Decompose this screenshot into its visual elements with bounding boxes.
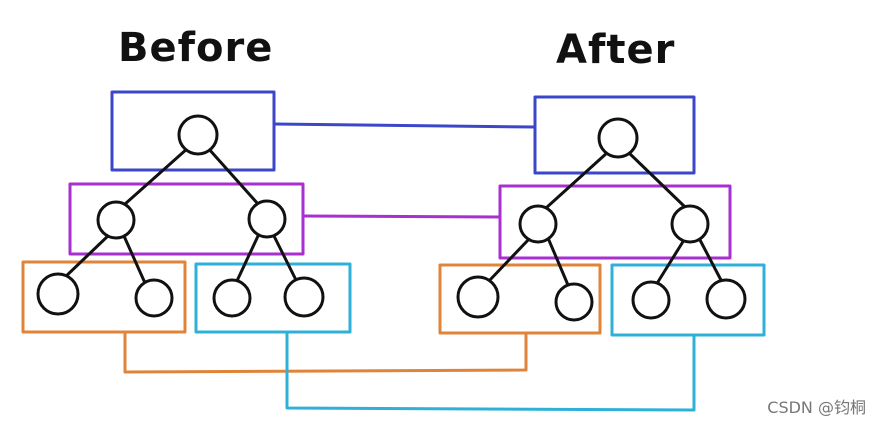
- after-leaf-node: [631, 280, 671, 320]
- after-right-node: [670, 204, 710, 244]
- after-level3-left-box: [438, 263, 602, 335]
- level3-right-connector: [285, 331, 696, 412]
- before-leaf-node: [212, 278, 252, 318]
- after-leaf-node: [456, 275, 500, 319]
- before-right-node: [247, 199, 287, 239]
- level1-connector: [272, 122, 537, 129]
- before-level1-box: [110, 90, 276, 172]
- before-level2-box: [68, 182, 305, 256]
- after-leaf-node: [705, 278, 747, 320]
- level3-left-connector: [123, 331, 528, 374]
- before-leaf-node: [134, 278, 174, 318]
- after-title: After: [556, 27, 676, 73]
- after-edges: [486, 150, 724, 287]
- watermark: CSDN @钧桐: [767, 398, 866, 417]
- before-edges: [60, 146, 298, 285]
- before-leaf-node: [283, 276, 325, 318]
- after-root-node: [597, 117, 639, 159]
- before-level3-left-box: [21, 260, 187, 334]
- before-title: Before: [118, 25, 274, 71]
- level2-connector: [301, 214, 502, 219]
- before-left-node: [96, 200, 136, 240]
- before-root-node: [177, 114, 219, 156]
- after-leaf-node: [554, 282, 594, 322]
- after-level3-right-box: [610, 263, 766, 337]
- after-level1-box: [533, 95, 696, 175]
- before-level3-right-box: [194, 262, 352, 334]
- after-level2-box: [498, 184, 732, 260]
- after-left-node: [518, 204, 558, 244]
- before-leaf-node: [36, 272, 80, 316]
